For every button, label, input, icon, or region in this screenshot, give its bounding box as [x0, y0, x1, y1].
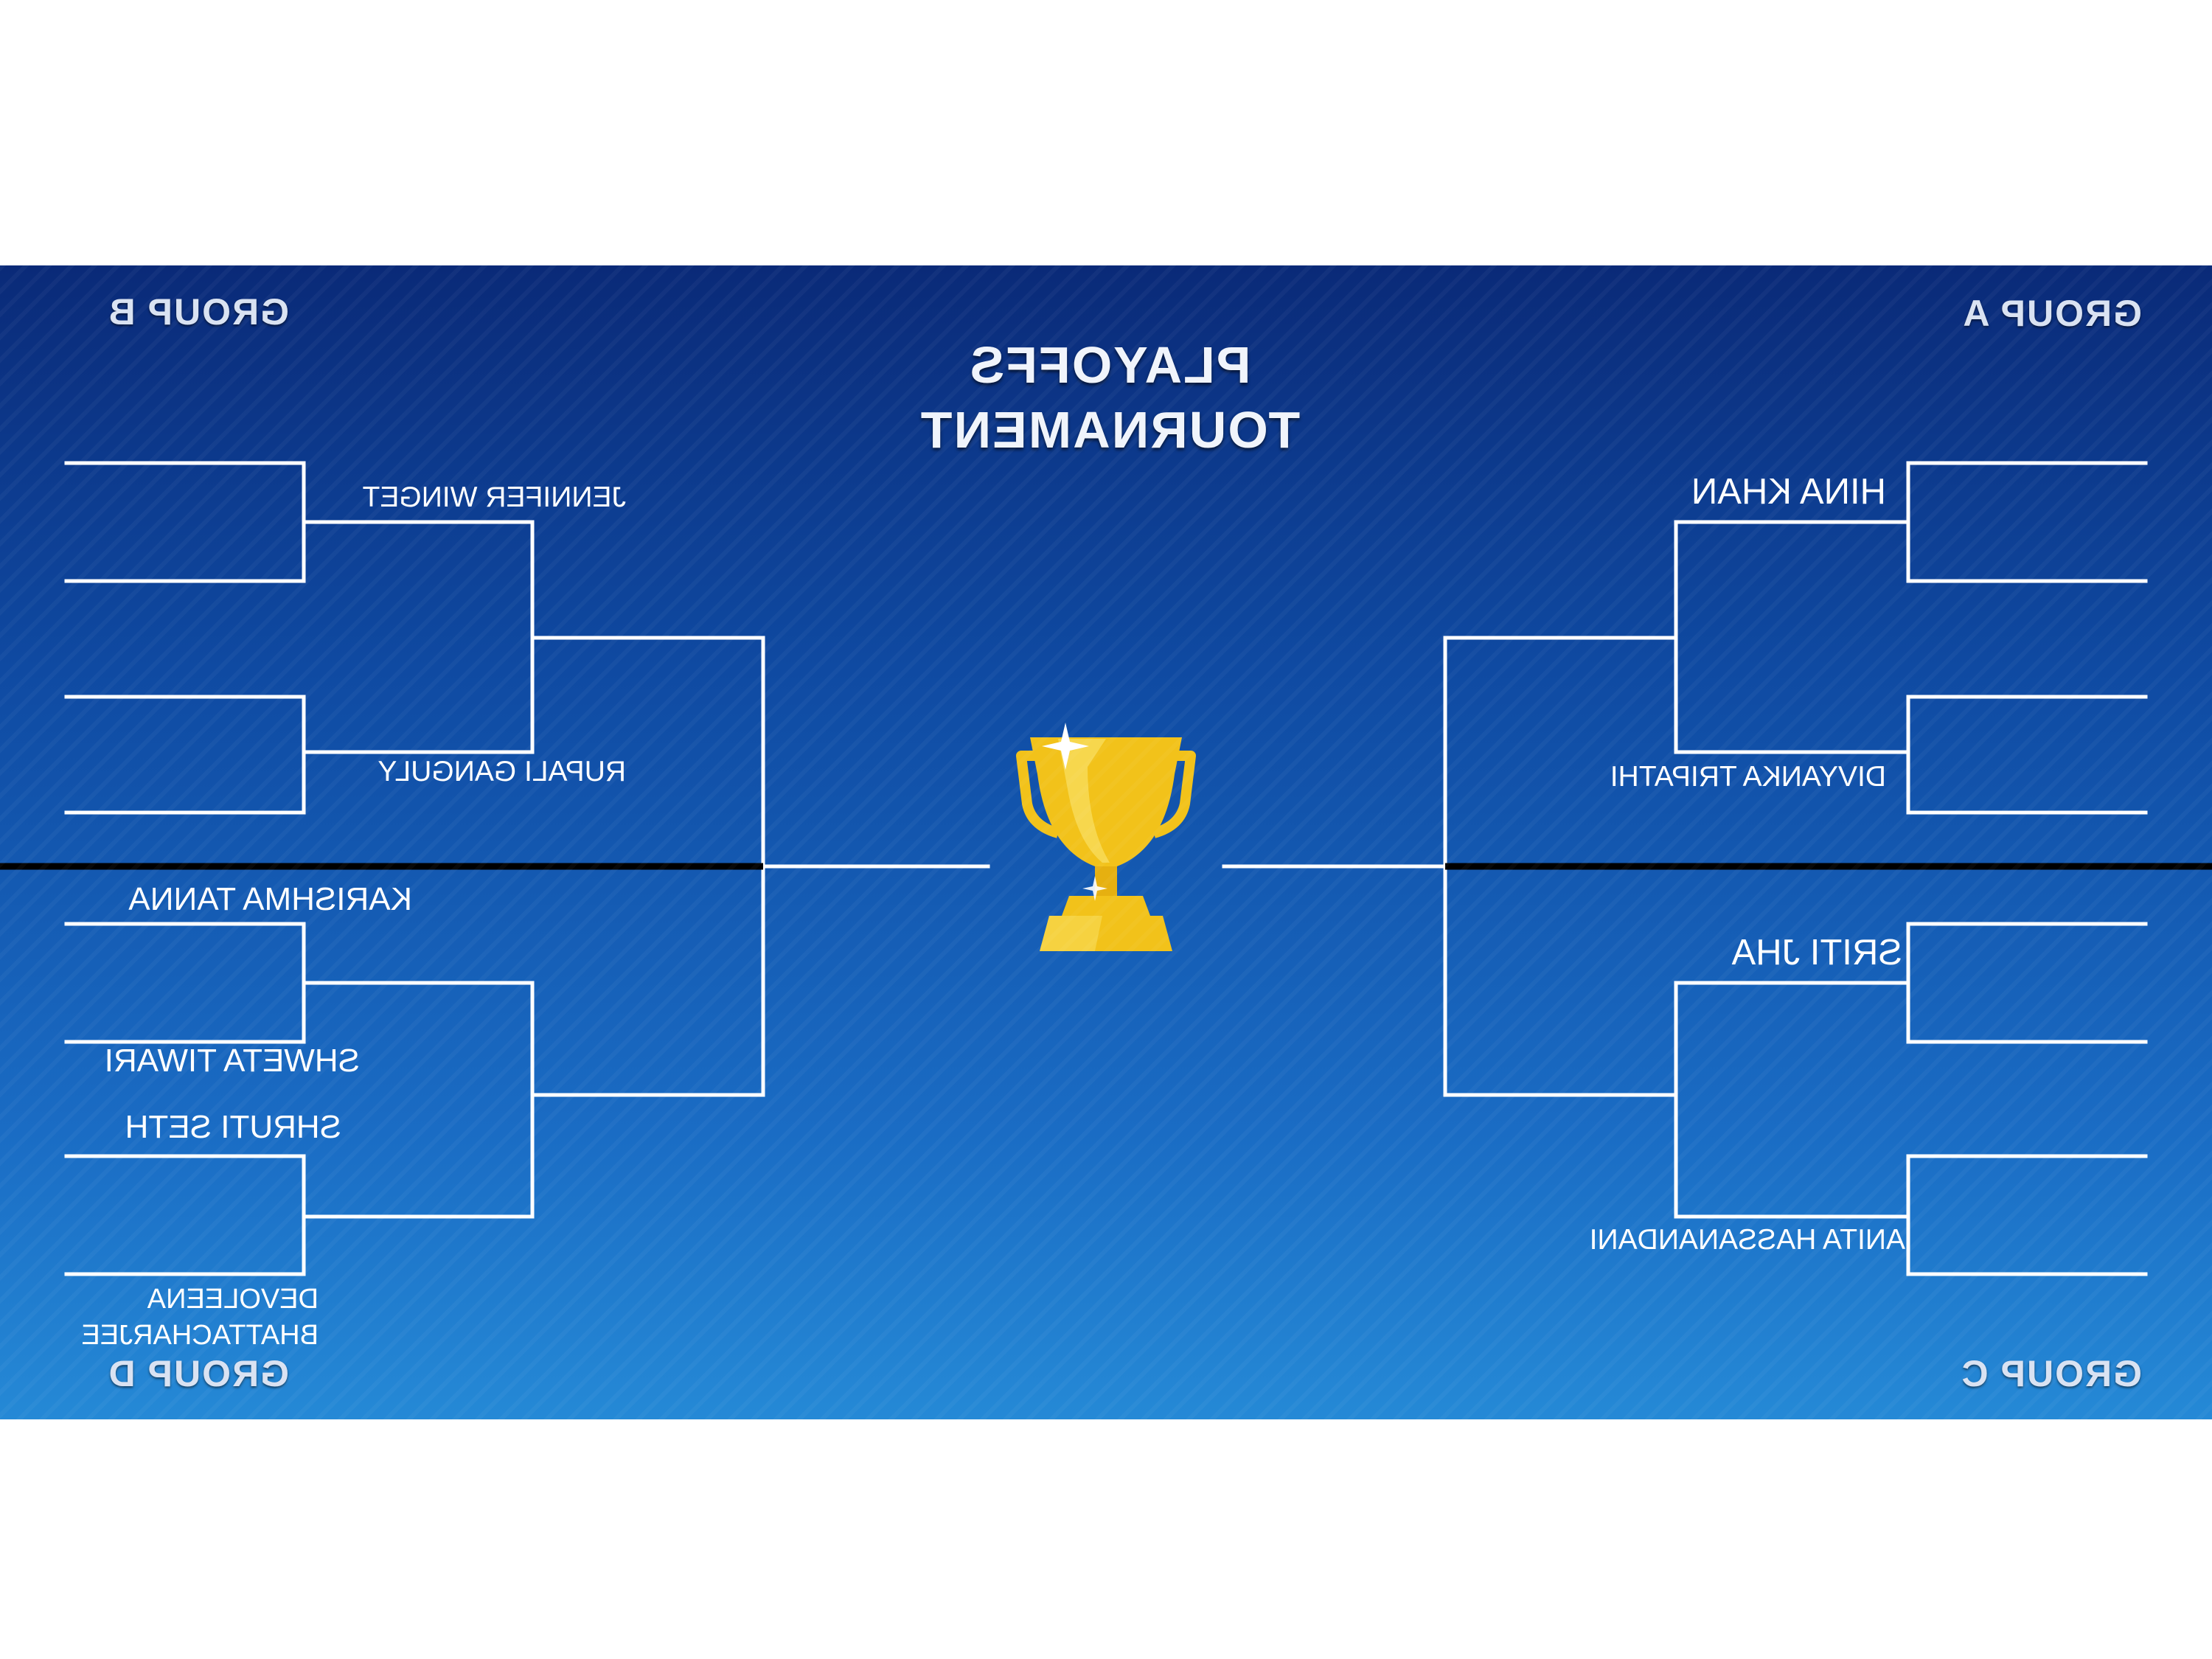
player-name-shweta-tiwari: SHWETA TIWARI [104, 1043, 360, 1079]
player-name-rupali-ganguly: RUPALI GANGULY [378, 756, 626, 787]
player-name-anita-hassanandani: ANITA HASSANANDANI [1589, 1224, 1905, 1256]
title-line-1: PLAYOFFS [968, 336, 1251, 394]
bracket-lines [0, 461, 2212, 1276]
player-name-devoleena-first: DEVOLEENA [147, 1284, 319, 1315]
group-c-label: GROUP C [1960, 1353, 2142, 1394]
player-name-karishma-tanna: KARISHMA TANNA [128, 881, 412, 917]
bracket-b-2 [64, 695, 306, 815]
player-name-jennifer-winget: JENNIFER WINGET [362, 481, 627, 513]
bracket-a-3 [1674, 520, 1910, 754]
group-b-label: GROUP B [107, 291, 289, 333]
bracket-c-3 [1674, 981, 1910, 1219]
trophy-icon [1016, 723, 1196, 951]
player-name-devoleena-bhattacharjee: DEVOLEENA BHATTACHARJEE [68, 1281, 319, 1354]
bracket-a-1 [1906, 461, 2148, 583]
player-name-divyanka-tripathi: DIVYANKA TRIPATHI [1610, 761, 1886, 793]
tournament-board: GROUP A GROUP C GROUP B GROUP D PLAYOFFS… [0, 265, 2212, 1419]
bracket-d-3 [302, 981, 535, 1219]
player-name-shruti-seth: SHRUTI SETH [125, 1109, 341, 1145]
bracket-d-1 [64, 922, 306, 1044]
mirrored-bracket: GROUP A GROUP C GROUP B GROUP D PLAYOFFS… [0, 265, 2212, 1419]
bracket-d-2 [64, 1154, 306, 1276]
bracket-b-3 [302, 520, 535, 754]
player-name-sriti-jha: SRITI JHA [1731, 933, 1902, 973]
player-name-hina-khan: HINA KHAN [1691, 472, 1886, 512]
page-title: PLAYOFFS TOURNAMENT [888, 336, 1331, 459]
bracket-b-1 [64, 461, 306, 583]
bracket-c-1 [1906, 922, 2148, 1044]
title-line-2: TOURNAMENT [919, 401, 1301, 459]
bracket-a-2 [1906, 695, 2148, 815]
bracket-c-2 [1906, 1154, 2148, 1276]
group-d-label: GROUP D [107, 1353, 289, 1394]
player-name-devoleena-last: BHATTACHARJEE [81, 1320, 319, 1352]
group-a-label: GROUP A [1961, 293, 2142, 334]
